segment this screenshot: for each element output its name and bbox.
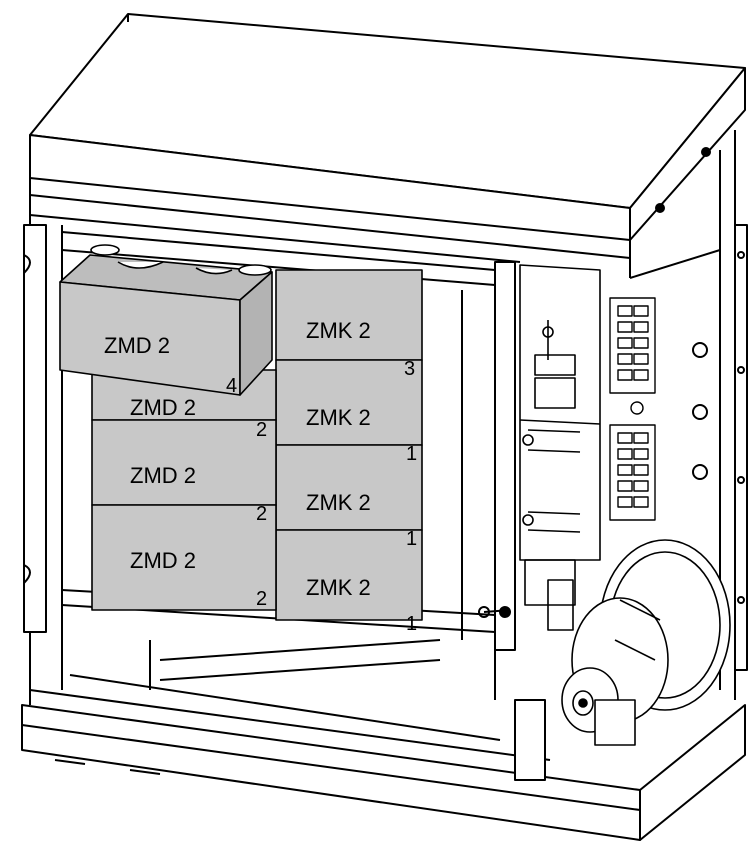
- zmk-module-3: [275, 444, 423, 531]
- zmk-3-label: ZMK 2: [306, 490, 371, 515]
- zmd-module-2: [91, 419, 277, 506]
- cabinet-base: [21, 632, 746, 841]
- component-panel: [519, 264, 601, 631]
- left-frame-post: [23, 224, 63, 633]
- zmk-module-4: [275, 529, 423, 621]
- zmd-1-number: 2: [256, 419, 267, 441]
- motor-fan-icon: [561, 539, 731, 746]
- zmk-4-number: 1: [406, 613, 417, 635]
- zmk-1-number: 3: [404, 358, 415, 380]
- terminal-block-icon: [609, 297, 656, 521]
- zmd-module-top: [59, 244, 273, 396]
- zmd-1-label: ZMD 2: [130, 395, 196, 420]
- zmk-3-number: 1: [406, 528, 417, 550]
- zmd-3-number: 2: [256, 588, 267, 610]
- cabinet-roof: [29, 13, 746, 241]
- zmd-top-label: ZMD 2: [104, 333, 170, 358]
- zmk-module-2: [275, 359, 423, 446]
- zmd-2-number: 2: [256, 503, 267, 525]
- zmk-4-label: ZMK 2: [306, 575, 371, 600]
- zmd-module-3: [91, 504, 277, 611]
- zmk-1-label: ZMK 2: [306, 318, 371, 343]
- zmk-2-label: ZMK 2: [306, 405, 371, 430]
- zmd-3-label: ZMD 2: [130, 548, 196, 573]
- module-labels: ZMD 2 4 ZMD 2 2 ZMD 2 2 ZMD 2 2 ZMK 2 3 …: [104, 318, 417, 635]
- zmd-top-number: 4: [226, 375, 237, 397]
- inner-frame: [61, 231, 516, 651]
- zmk-2-number: 1: [406, 443, 417, 465]
- zmd-2-label: ZMD 2: [130, 463, 196, 488]
- module-stack: [59, 244, 423, 621]
- zmk-module-1: [275, 269, 423, 361]
